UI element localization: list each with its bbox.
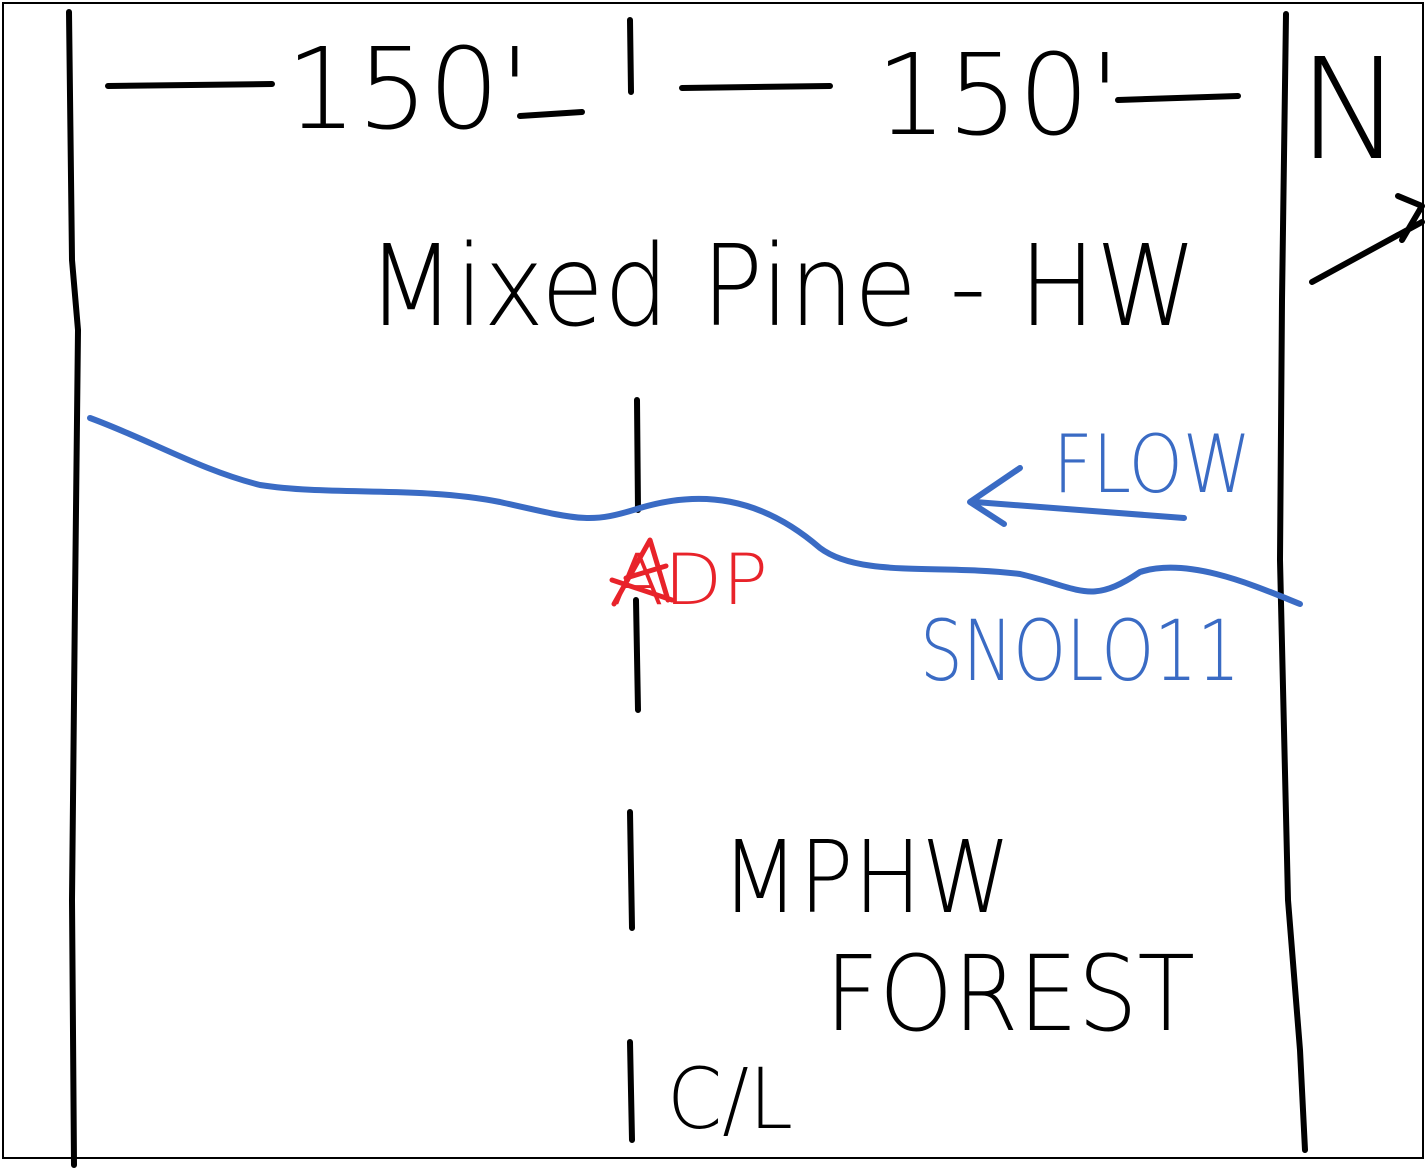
north-label: N (1298, 29, 1403, 192)
centerline-segment-bottom (627, 1039, 635, 1143)
lower-area-label-line1: MPHW (721, 819, 1011, 936)
stream-id-label: SNOLO11 (920, 602, 1240, 700)
centerline-segment-lower (627, 809, 635, 931)
flow-arrow-icon (967, 465, 1187, 527)
north-arrow-icon (1309, 193, 1425, 285)
dimension-label-left: 150' (286, 25, 531, 155)
centerline-segment-upper (634, 397, 641, 513)
centerline-label: C/L (667, 1050, 793, 1148)
left-boundary-line (66, 9, 81, 1168)
right-boundary-line (1277, 11, 1308, 1153)
dimension-line-right-end (1115, 93, 1241, 103)
centerline-tick-top (627, 17, 634, 95)
upper-area-label: Mixed Pine - HW (367, 222, 1197, 352)
flow-label: FLOW (1053, 418, 1251, 511)
dimension-line-left-start (105, 81, 275, 89)
stream-line (87, 415, 1303, 607)
lower-area-label-line2: FOREST (825, 933, 1195, 1055)
dimension-label-right: 150' (876, 31, 1121, 161)
dimension-line-left-end (517, 109, 585, 119)
data-point-star-icon (609, 537, 675, 607)
data-point-label: ADP (612, 539, 768, 621)
centerline-segment-middle (633, 597, 641, 713)
dimension-line-right-start (679, 83, 833, 91)
